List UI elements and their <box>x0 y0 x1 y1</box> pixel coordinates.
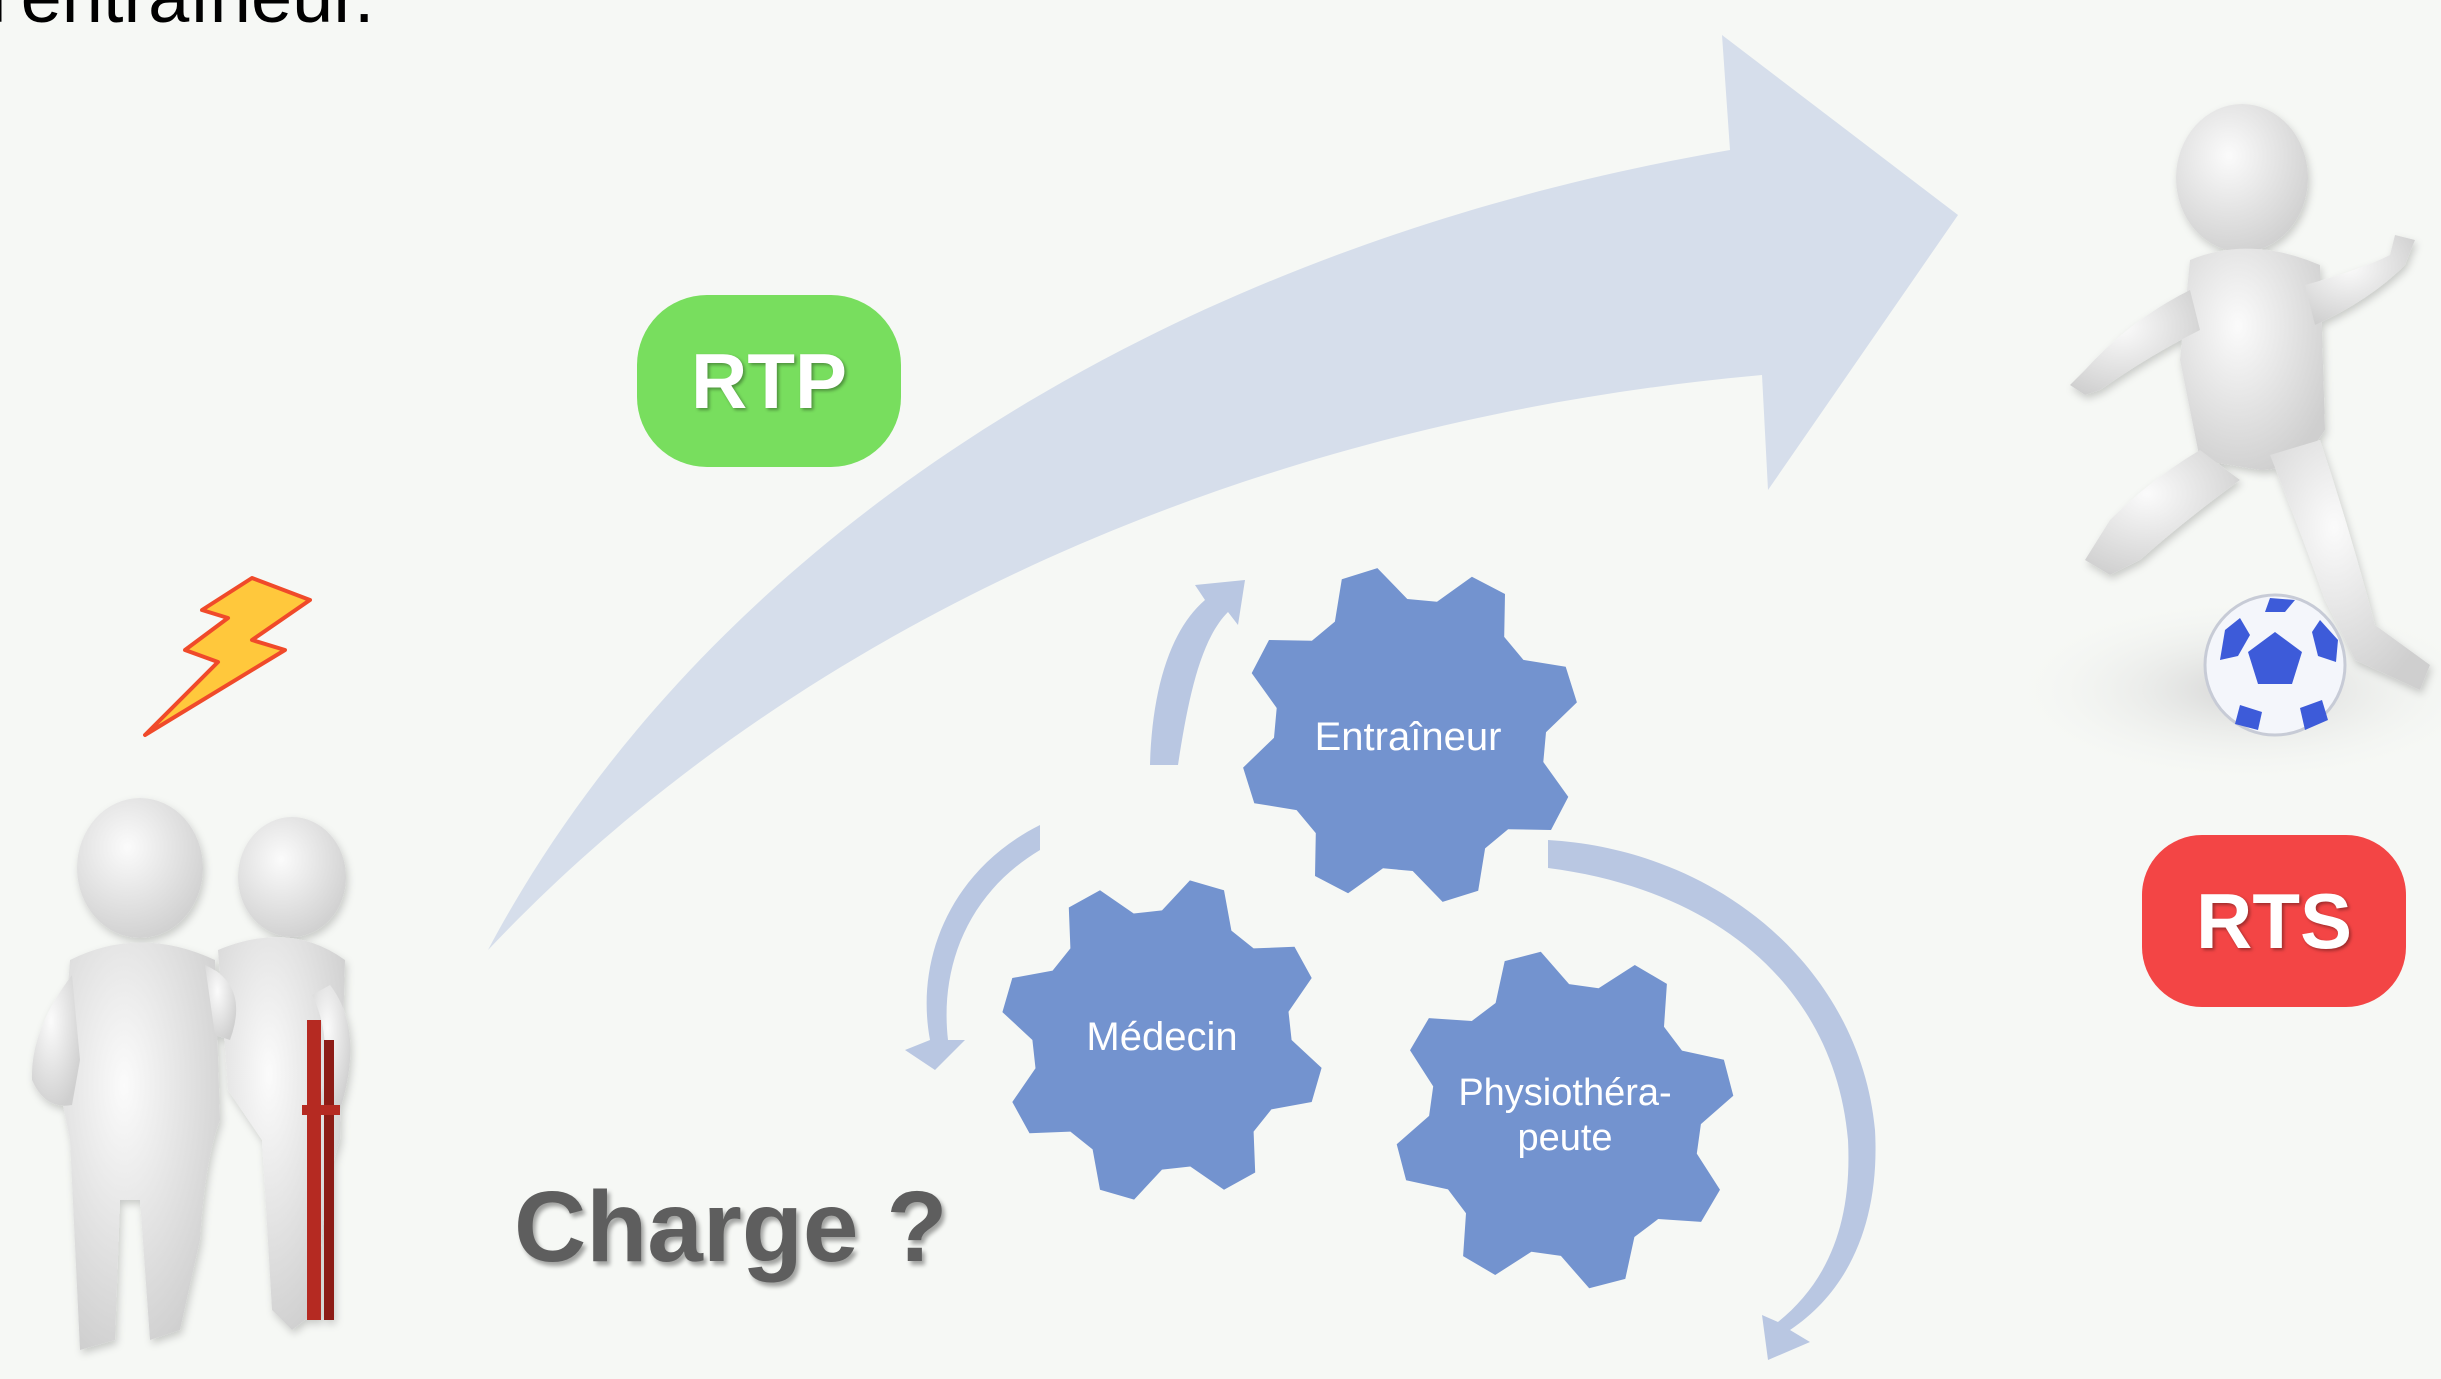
injured-player-figure <box>31 798 351 1350</box>
gear-doctor <box>1002 880 1322 1200</box>
gears-group <box>1002 568 1734 1289</box>
rtp-badge: RTP <box>637 295 901 467</box>
soccer-ball-icon <box>2203 593 2347 737</box>
rts-label: RTS <box>2196 876 2352 965</box>
gear-physio <box>1396 951 1734 1289</box>
cycle-arrows <box>905 580 1876 1360</box>
soccer-player-figure <box>2005 104 2441 785</box>
gear-label-doctor: Médecin <box>1086 1015 1237 1059</box>
gear-coach <box>1243 568 1577 902</box>
charge-label: Charge ? <box>514 1171 948 1283</box>
top-text: l'entraîneur. <box>0 0 374 39</box>
rtp-label: RTP <box>691 336 847 425</box>
lightning-icon <box>143 576 312 737</box>
rts-badge: RTS <box>2142 835 2406 1007</box>
gear-label-coach: Entraîneur <box>1315 715 1502 759</box>
cycle-arrow-left <box>905 825 1040 1070</box>
progress-arrow <box>488 35 1958 950</box>
cycle-arrow-top <box>1150 580 1245 765</box>
gear-label-physio-1: Physiothéra- <box>1458 1072 1671 1114</box>
cycle-arrow-right <box>1548 840 1876 1360</box>
gear-label-physio-2: peute <box>1517 1117 1612 1159</box>
